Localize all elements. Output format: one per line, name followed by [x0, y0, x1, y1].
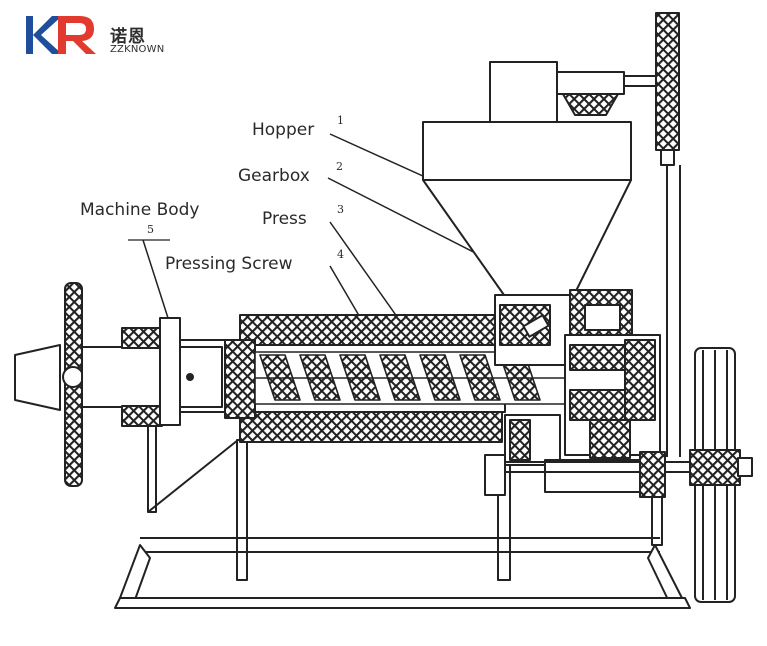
number-machine-body: 5	[147, 223, 154, 236]
hopper-assembly	[422, 61, 632, 318]
left-handwheel	[14, 282, 84, 487]
number-press: 3	[337, 203, 344, 216]
label-press: Press	[262, 209, 307, 229]
label-pressing-screw: Pressing Screw	[165, 254, 293, 274]
label-gearbox: Gearbox	[238, 166, 310, 186]
drive-pulley	[484, 347, 753, 603]
top-handwheel	[623, 12, 681, 457]
number-pressing-screw: 4	[337, 248, 344, 261]
logo-english-name: ZZKNOWN	[110, 44, 165, 55]
machine-body-barrel	[81, 317, 240, 427]
gearbox	[494, 289, 661, 493]
machine-frame	[114, 419, 691, 609]
kr-logo-icon	[26, 16, 96, 54]
logo-chinese-name: 诺恩	[110, 27, 146, 47]
brand-logo: 诺恩 ZZKNOWN	[22, 10, 182, 60]
label-hopper: Hopper	[252, 120, 315, 140]
pressing-screw	[254, 351, 660, 405]
leader-machine-body	[142, 239, 169, 319]
leader-press	[329, 221, 406, 329]
number-gearbox: 2	[336, 160, 343, 173]
label-machine-body: Machine Body	[80, 200, 200, 220]
number-hopper: 1	[337, 114, 344, 127]
